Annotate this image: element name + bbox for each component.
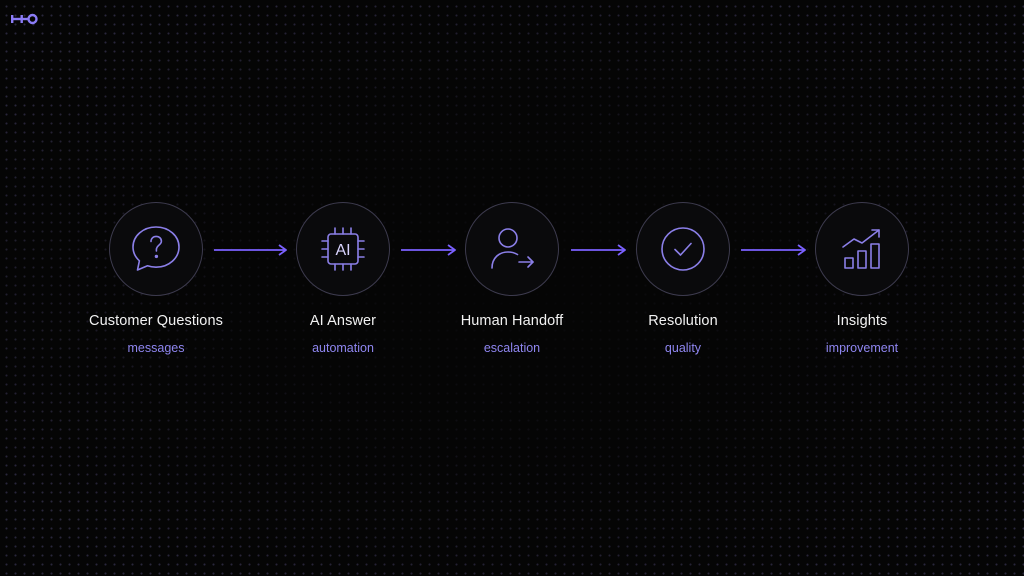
step-label: Human Handoff (460, 313, 564, 329)
ai-chip-text: AI (335, 242, 350, 259)
step-circle (636, 202, 730, 296)
step-circle (815, 202, 909, 296)
person-handoff-icon (491, 228, 534, 269)
step-sublabel: quality (664, 341, 702, 355)
check-circle-icon (661, 227, 705, 271)
step-label: Customer Questions (89, 313, 223, 329)
arrow-right-icon (401, 244, 456, 256)
step-sublabel: messages (127, 341, 185, 355)
step-insights: Insights improvement (772, 202, 952, 355)
growth-chart-icon (842, 229, 880, 269)
step-label: AI Answer (309, 313, 377, 329)
step-sublabel: escalation (483, 341, 541, 355)
step-label: Resolution (648, 313, 718, 329)
step-customer-questions: Customer Questions messages (66, 202, 246, 355)
question-chat-bubble-icon (132, 226, 180, 271)
step-human-handoff: Human Handoff escalation (422, 202, 602, 355)
step-label: Insights (836, 313, 888, 329)
arrow-right-icon (741, 244, 806, 256)
step-resolution: Resolution quality (593, 202, 773, 355)
step-circle (465, 202, 559, 296)
arrow-right-icon (214, 244, 287, 256)
brand-logo-icon (11, 13, 38, 25)
step-circle: AI (296, 202, 390, 296)
step-sublabel: improvement (825, 341, 899, 355)
ai-chip-icon: AI (321, 227, 365, 271)
step-sublabel: automation (312, 341, 374, 355)
step-ai-answer: AI AI Answer automation (253, 202, 433, 355)
arrow-right-icon (571, 244, 626, 256)
step-circle (109, 202, 203, 296)
